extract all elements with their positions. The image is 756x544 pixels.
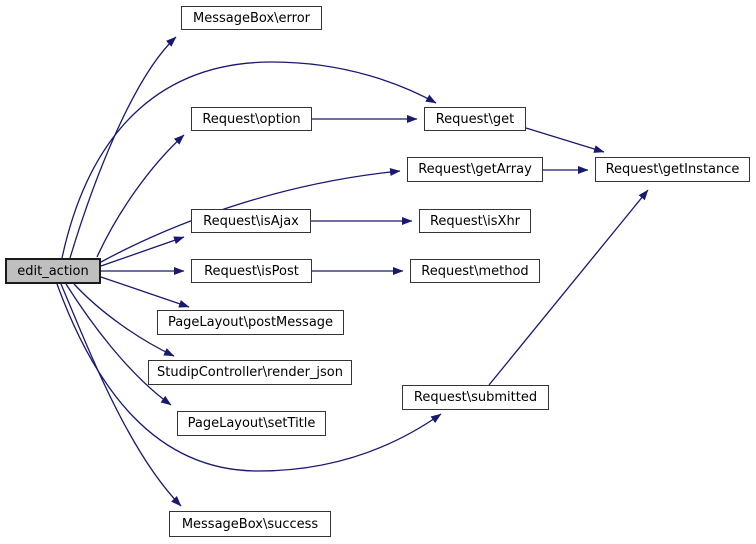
node-request-isxhr[interactable]: Request\isXhr (419, 209, 531, 233)
edge-request-get-to-request-getinstance (525, 127, 605, 153)
node-request-get[interactable]: Request\get (424, 107, 526, 131)
node-request-isajax[interactable]: Request\isAjax (191, 209, 311, 233)
edge-edit_action-to-request-option (96, 134, 185, 258)
node-request-submitted[interactable]: Request\submitted (402, 385, 549, 410)
edge-edit_action-to-request-isajax (100, 236, 185, 267)
node-studipcontroller-render_json[interactable]: StudipController\render_json (148, 360, 352, 385)
node-request-method[interactable]: Request\method (410, 259, 540, 283)
node-request-option[interactable]: Request\option (191, 107, 312, 131)
node-request-ispost[interactable]: Request\isPost (191, 259, 312, 283)
edge-edit_action-to-request-submitted (56, 283, 442, 472)
node-messagebox-error[interactable]: MessageBox\error (181, 6, 322, 30)
node-messagebox-success[interactable]: MessageBox\success (169, 511, 331, 537)
edge-edit_action-to-pagelayout-postmessage (100, 276, 190, 308)
edge-edit_action-to-messagebox-error (69, 36, 177, 259)
edge-edit_action-to-request-getarray (100, 168, 401, 263)
node-request-getarray[interactable]: Request\getArray (407, 157, 543, 182)
node-pagelayout-postmessage[interactable]: PageLayout\postMessage (157, 310, 344, 335)
edge-edit_action-to-messagebox-success (60, 283, 182, 507)
edge-edit_action-to-request-get (61, 61, 437, 259)
node-request-getinstance[interactable]: Request\getInstance (595, 157, 750, 182)
edge-edit_action-to-studipcontroller-render_json (73, 283, 175, 357)
node-pagelayout-settitle[interactable]: PageLayout\setTitle (177, 411, 326, 436)
edge-request-submitted-to-request-getinstance (488, 189, 649, 386)
edge-edit_action-to-pagelayout-settitle (65, 283, 172, 406)
node-edit_action: edit_action (5, 258, 101, 284)
